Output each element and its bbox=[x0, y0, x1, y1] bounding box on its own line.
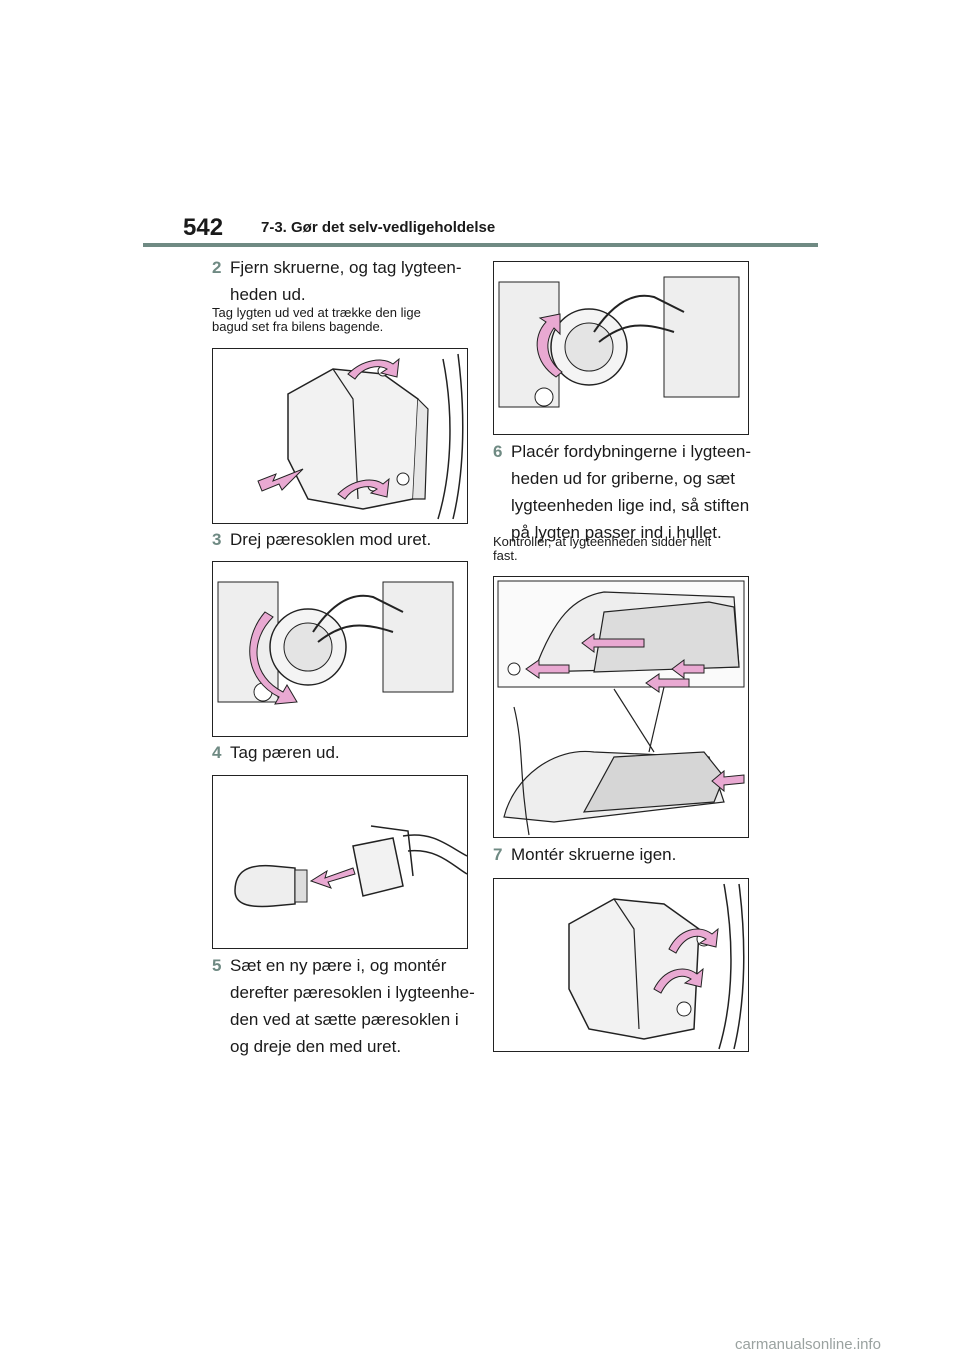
step-text-line: Tag pæren ud. bbox=[230, 743, 340, 762]
note-line: Kontrollér, at lygteenheden sidder helt bbox=[493, 534, 712, 549]
step-number: 2 bbox=[212, 258, 222, 277]
step-text-line: Montér skruerne igen. bbox=[511, 845, 677, 864]
header-divider bbox=[143, 243, 818, 247]
step-text-line: lygteenheden lige ind, så stiften bbox=[511, 496, 750, 515]
step-text-line: Drej pæresoklen mod uret. bbox=[230, 530, 432, 549]
step-7: 7 Montér skruerne igen. bbox=[493, 841, 763, 868]
step-3: 3 Drej pæresoklen mod uret. bbox=[212, 526, 472, 553]
lamp-install-illustration bbox=[497, 580, 745, 836]
figure-socket-installed bbox=[493, 261, 749, 435]
step-4: 4 Tag pæren ud. bbox=[212, 739, 472, 766]
step-6-note: Kontrollér, at lygteenheden sidder helt … bbox=[493, 535, 753, 563]
step-number: 6 bbox=[493, 442, 503, 461]
screw-install-illustration bbox=[568, 883, 745, 1050]
step-text-line: Sæt en ny pære i, og montér bbox=[230, 956, 447, 975]
step-text-line: Placér fordybningerne i lygteen- bbox=[511, 442, 752, 461]
step-number: 4 bbox=[212, 743, 222, 762]
figure-remove-bulb bbox=[212, 775, 468, 949]
socket-installed-illustration bbox=[498, 276, 740, 408]
step-text-line: derefter pæresoklen i lygteenhe- bbox=[230, 983, 475, 1002]
step-5: 5 Sæt en ny pære i, og montér derefter p… bbox=[212, 952, 482, 1060]
step-text-line: den ved at sætte pæresoklen i bbox=[230, 1010, 459, 1029]
step-text-line: heden ud for griberne, og sæt bbox=[511, 469, 735, 488]
socket-turn-illustration bbox=[217, 581, 454, 705]
figure-turn-socket bbox=[212, 561, 468, 737]
step-number: 3 bbox=[212, 530, 222, 549]
note-line: Tag lygten ud ved at trække den lige bbox=[212, 305, 421, 320]
note-line: fast. bbox=[493, 548, 518, 563]
step-text-line: heden ud. bbox=[230, 285, 306, 304]
footer-watermark: carmanualsonline.info bbox=[735, 1336, 881, 1353]
page-number: 542 bbox=[183, 214, 224, 241]
bulb-removal-illustration bbox=[234, 825, 467, 908]
note-line: bagud set fra bilens bagende. bbox=[212, 319, 384, 334]
step-6: 6 Placér fordybningerne i lygteen- heden… bbox=[493, 438, 763, 546]
figure-remove-lamp bbox=[212, 348, 468, 524]
figure-install-screws bbox=[493, 878, 749, 1052]
step-2: 2 Fjern skruerne, og tag lygteen- heden … bbox=[212, 254, 472, 308]
step-number: 5 bbox=[212, 956, 222, 975]
step-2-note: Tag lygten ud ved at trække den lige bag… bbox=[212, 306, 472, 334]
step-text-line: på lygten passer ind i hullet. bbox=[511, 523, 722, 542]
step-text-line: og dreje den med uret. bbox=[230, 1037, 402, 1056]
step-number: 7 bbox=[493, 845, 503, 864]
section-title: 7-3. Gør det selv-vedligeholdelse bbox=[261, 219, 496, 236]
step-text-line: Fjern skruerne, og tag lygteen- bbox=[230, 258, 462, 277]
figure-install-lamp bbox=[493, 576, 749, 838]
lamp-removal-illustration bbox=[257, 353, 464, 520]
